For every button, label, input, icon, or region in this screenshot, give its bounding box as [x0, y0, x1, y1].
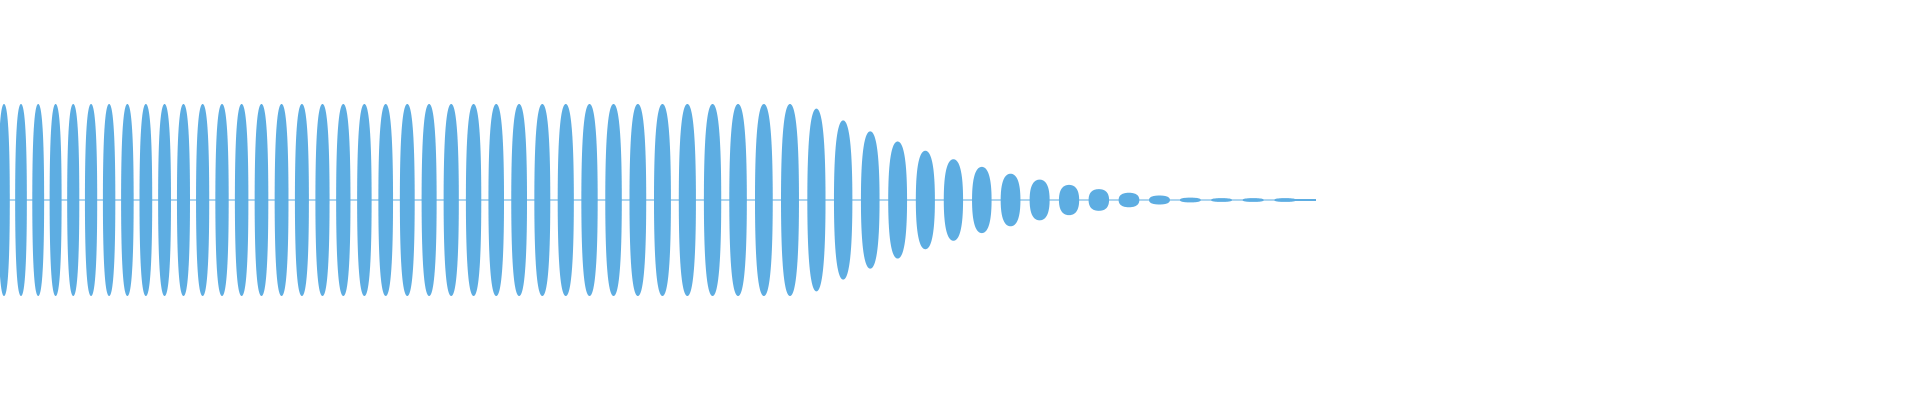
waveform-lobe: [0, 104, 10, 296]
waveform-lobe: [1148, 195, 1170, 205]
waveform-lobe: [1058, 184, 1080, 216]
waveform-lobe: [729, 104, 747, 296]
waveform-lobe: [807, 108, 826, 292]
waveform-lobes: [0, 104, 1316, 296]
waveform-lobe: [443, 104, 459, 296]
waveform-lobe: [294, 104, 309, 296]
waveform-lobe: [833, 120, 853, 280]
waveform-lobe: [605, 104, 622, 296]
waveform-lobe: [399, 104, 415, 296]
waveform-lobe: [254, 104, 269, 296]
waveform-lobe: [703, 104, 722, 296]
waveform-lobe: [1088, 189, 1110, 211]
waveform-lobe: [67, 104, 80, 296]
waveform-lobe: [32, 104, 45, 296]
waveform-lobe: [1118, 192, 1140, 208]
waveform-lobe: [1179, 197, 1201, 203]
waveform-lobe: [315, 104, 330, 296]
waveform-lobe: [84, 104, 98, 296]
waveform-lobe: [534, 104, 551, 296]
waveform-lobe: [15, 104, 27, 296]
waveform-lobe: [234, 104, 249, 296]
waveform-lobe: [421, 104, 437, 296]
waveform-lobe: [629, 104, 647, 296]
waveform-lobe: [215, 104, 229, 296]
waveform-lobe: [754, 104, 773, 296]
waveform-lobe: [488, 104, 505, 296]
waveform-lobe: [465, 104, 482, 296]
waveform-lobe: [653, 104, 671, 296]
waveform-lobe: [121, 104, 134, 296]
waveform-lobe: [1242, 198, 1265, 202]
waveform-lobe: [1210, 198, 1233, 202]
waveform-lobe: [888, 141, 908, 259]
waveform-lobe: [378, 104, 394, 296]
waveform-lobe: [158, 104, 171, 296]
waveform-lobe: [511, 104, 528, 296]
waveform-lobe: [357, 104, 372, 296]
waveform-lobe: [102, 104, 116, 296]
waveform-lobe: [1029, 179, 1050, 221]
waveform-lobe: [943, 159, 964, 241]
waveform-lobe: [336, 104, 351, 296]
waveform-lobe: [176, 104, 190, 296]
waveform-lobe: [274, 104, 289, 296]
waveform-lobe: [915, 150, 935, 250]
waveform-lobe: [678, 104, 696, 296]
waveform-lobe: [49, 104, 62, 296]
waveform-lobe: [557, 104, 574, 296]
waveform-lobe: [781, 104, 799, 296]
waveform-lobe: [196, 104, 210, 296]
waveform-lobe: [972, 166, 992, 234]
waveform-lobe: [139, 104, 153, 296]
waveform-lobe: [1000, 173, 1021, 227]
waveform-lobe: [581, 104, 598, 296]
waveform-lobe: [860, 131, 880, 269]
